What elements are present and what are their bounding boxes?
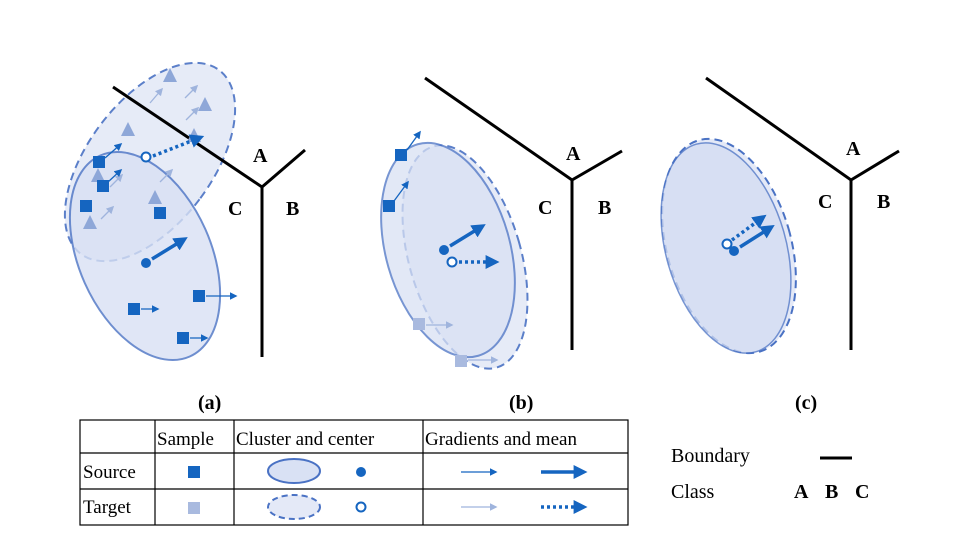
legend-class-label: Class	[671, 481, 715, 503]
class-label-c: C	[818, 191, 832, 213]
source-gradient	[406, 130, 421, 151]
table-header-sample: Sample	[157, 429, 214, 450]
legend-class-c: C	[855, 481, 869, 503]
target-center	[446, 256, 458, 268]
source-center	[439, 245, 449, 255]
source-cluster	[68, 150, 222, 362]
panel-caption-b: (b)	[509, 392, 533, 414]
source-cluster-swatch	[267, 458, 321, 484]
source-samples	[80, 142, 238, 344]
panel-b: A B C (b)	[380, 76, 623, 414]
class-label-b: B	[877, 191, 890, 213]
class-label-a: A	[846, 138, 861, 160]
boundary-class-legend: Boundary Class A B C	[671, 445, 869, 503]
legend-class-a: A	[794, 481, 809, 503]
legend-class-b: B	[825, 481, 838, 503]
table-header-gradients: Gradients and mean	[425, 429, 577, 450]
source-sample	[97, 180, 109, 192]
target-gradient	[149, 87, 164, 104]
target-mean-gradient	[152, 134, 205, 158]
source-sample-swatch	[188, 466, 200, 478]
target-cluster-swatch	[267, 494, 321, 520]
table-header-cluster: Cluster and center	[236, 429, 375, 450]
panel-a: A B C (a)	[63, 61, 306, 414]
table-row-target: Target	[83, 497, 132, 518]
target-sample-swatch	[188, 502, 200, 514]
source-center	[141, 258, 151, 268]
class-label-b: B	[286, 198, 299, 220]
legend-table: Sample Cluster and center Gradients and …	[79, 419, 629, 526]
target-sample	[163, 68, 177, 82]
source-center	[729, 246, 739, 256]
target-gradient	[185, 106, 200, 121]
target-sample	[83, 215, 97, 229]
source-sample	[395, 149, 407, 161]
source-gradient	[107, 168, 123, 183]
class-label-b: B	[598, 197, 611, 219]
source-sample	[383, 200, 395, 212]
target-gradient	[100, 205, 115, 220]
source-sample	[93, 156, 105, 168]
target-center-swatch	[355, 501, 367, 513]
target-sample	[148, 190, 162, 204]
panel-caption-a: (a)	[198, 392, 221, 414]
source-sample	[193, 290, 205, 302]
target-sample	[91, 168, 105, 182]
table-row-source: Source	[83, 462, 136, 483]
target-gradient	[184, 84, 199, 99]
target-center	[140, 151, 152, 163]
legend-boundary-label: Boundary	[671, 445, 750, 467]
source-sample	[177, 332, 189, 344]
target-center	[721, 238, 733, 250]
source-mean-gradient	[151, 237, 188, 261]
source-sample	[128, 303, 140, 315]
source-center-swatch	[356, 467, 366, 477]
source-sample	[80, 200, 92, 212]
class-label-c: C	[538, 197, 552, 219]
class-label-c: C	[228, 198, 242, 220]
source-gradient	[104, 142, 123, 159]
target-sample	[455, 355, 467, 367]
target-mean-gradient	[730, 214, 767, 242]
class-label-a: A	[566, 143, 581, 165]
target-gradient	[159, 168, 174, 183]
panel-caption-c: (c)	[795, 392, 817, 414]
source-mean-gradient	[739, 225, 775, 249]
target-sample	[198, 97, 212, 111]
source-sample	[154, 207, 166, 219]
target-sample	[121, 122, 135, 136]
class-label-a: A	[253, 145, 268, 167]
panel-c: A B C (c)	[660, 76, 900, 414]
source-gradient	[393, 180, 409, 202]
target-sample	[413, 318, 425, 330]
source-mean-gradient	[449, 224, 486, 248]
